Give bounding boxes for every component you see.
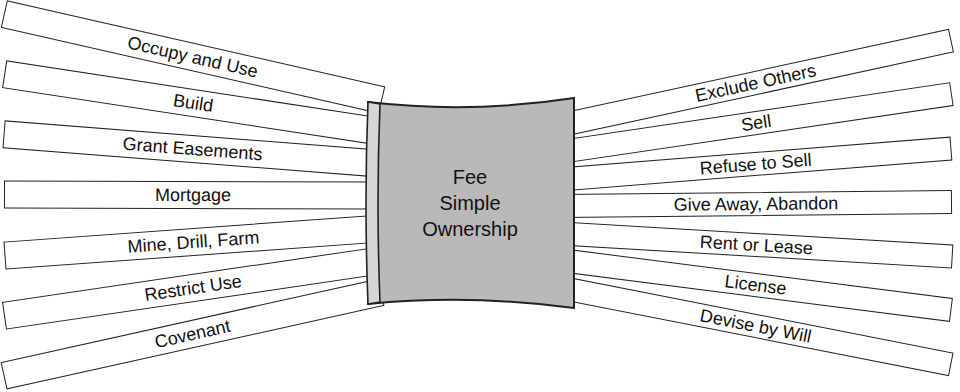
node-label: Rent or Lease	[699, 232, 813, 257]
stick-band: Give Away, Abandon	[560, 190, 952, 218]
node-label: Sell	[740, 112, 772, 134]
node-label: Mine, Drill, Farm	[126, 228, 259, 255]
node-label: Refuse to Sell	[699, 150, 812, 177]
node-label: Build	[172, 91, 214, 115]
ownership-band: Fee Simple Ownership	[362, 92, 578, 314]
node-label: Occupy and Use	[126, 33, 260, 80]
node-label: Devise by Will	[699, 306, 813, 345]
node-label: License	[724, 272, 788, 298]
node-label: Grant Easements	[122, 135, 263, 164]
node-label: Give Away, Abandon	[674, 194, 839, 214]
node-label: Mortgage	[155, 186, 231, 204]
band-outline	[368, 98, 574, 308]
node-label: Fee Simple Ownership	[420, 164, 520, 242]
node-label: Covenant	[153, 317, 232, 351]
node-label: Exclude Others	[694, 61, 818, 105]
node-label: Restrict Use	[143, 272, 243, 304]
stick-band: Mortgage	[4, 181, 382, 210]
band-edge	[366, 102, 380, 304]
